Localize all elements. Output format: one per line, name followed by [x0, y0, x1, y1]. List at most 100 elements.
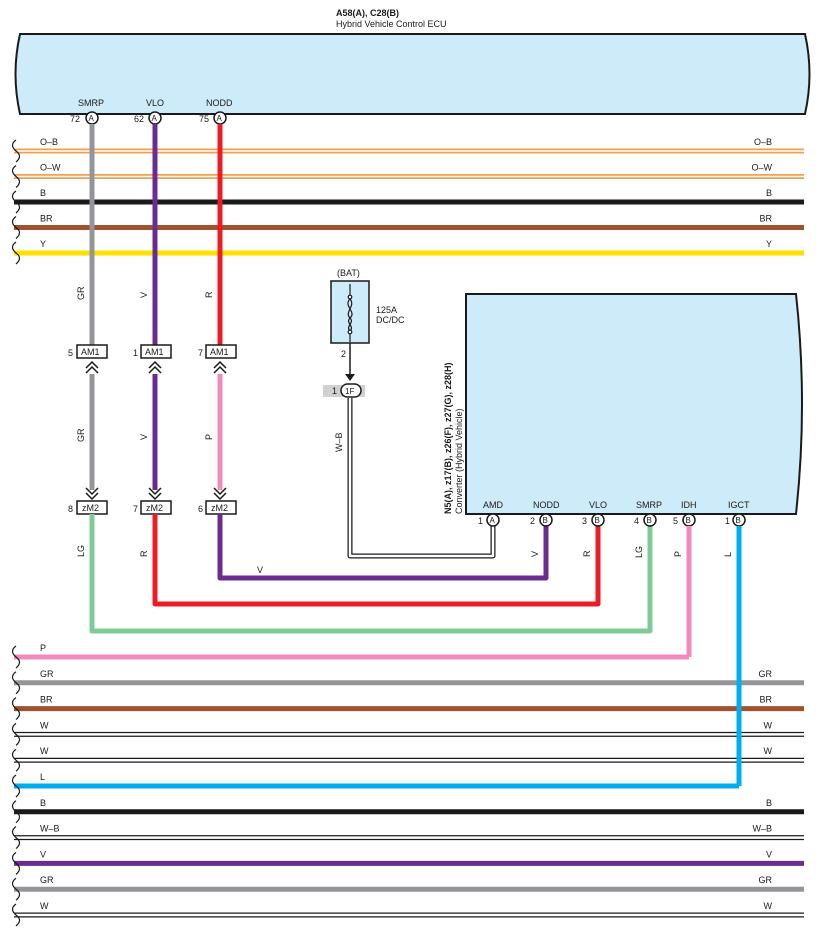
conv-pin-smrp-letter: B — [647, 516, 652, 525]
bottom-bus-wire-7-left-label: W–B — [40, 824, 60, 834]
ecu-pin-vlo-num: 62 — [134, 114, 144, 124]
fuse-rating: 125A — [376, 305, 397, 315]
bottom-bus-wire-4-left-label: W — [40, 746, 49, 756]
conv-pin-igct-label: IGCT — [728, 500, 750, 510]
bottom-bus-wire-2: BR BR — [14, 695, 804, 712]
conv-pin-amd-label: AMD — [483, 500, 504, 510]
conv-pin-vlo-letter: B — [595, 516, 600, 525]
top-bus-wire-3-right-label: BR — [759, 214, 772, 224]
ecu-pin-smrp-terminal: A — [85, 111, 99, 125]
connector-am1-2: 1 AM1 — [133, 344, 172, 359]
conv-pin-idh-label: IDH — [681, 500, 697, 510]
ecu-pin-smrp-letter: A — [89, 114, 95, 123]
ecu-pin-nodd-terminal: A — [213, 111, 227, 125]
ecu-name: Hybrid Vehicle Control ECU — [336, 19, 447, 29]
top-bus-wire-4-right-label: Y — [766, 239, 772, 249]
bottom-bus-break-marks — [11, 645, 21, 927]
conv-pin-amd-terminal: A — [486, 513, 500, 527]
bottom-bus-wire-3-left-label: W — [40, 720, 49, 730]
conv-pin-vlo-terminal: B — [591, 513, 605, 527]
conv-pin-igct-num: 1 — [725, 516, 730, 526]
ecu-pin-vlo-label: VLO — [146, 98, 164, 108]
top-bus-wire-2-left-label: B — [40, 188, 46, 198]
am1-3-name: AM1 — [210, 347, 229, 357]
wire-code-upper-v: V — [139, 292, 149, 298]
wire-code-upper-r: R — [204, 291, 214, 298]
ecu-pin-vlo-letter: A — [152, 114, 158, 123]
conv-pin-vlo-label: VLO — [589, 500, 607, 510]
bottom-bus-wire-6-right-label: B — [766, 798, 772, 808]
bottom-bus-wire-5-left-label: L — [40, 772, 45, 782]
zm2-2-pin: 7 — [133, 504, 138, 514]
wire-code-fuse: W–B — [334, 432, 344, 452]
conv-pin-igct-letter: B — [736, 516, 741, 525]
wire-code-conv-idh: P — [673, 551, 683, 557]
bottom-bus-wire-7-right-label: W–B — [752, 824, 772, 834]
conv-pin-nodd-terminal: B — [539, 513, 553, 527]
conv-pin-vlo-num: 3 — [582, 516, 587, 526]
wire-code-mid-gr: GR — [76, 428, 86, 442]
bottom-bus-wire-9-right-label: GR — [759, 875, 773, 885]
top-bus-wire-1: O–W O–W — [14, 163, 804, 179]
wire-r-vlo — [152, 514, 601, 607]
connector-zm2-1: 8 zM2 — [68, 500, 108, 515]
ecu-pin-smrp-label: SMRP — [78, 98, 104, 108]
bottom-bus-wire-1-right-label: GR — [759, 669, 773, 679]
zm2-2-name: zM2 — [146, 503, 163, 513]
bottom-bus-wire-6-left-label: B — [40, 798, 46, 808]
conv-pin-amd-letter: A — [490, 516, 496, 525]
bottom-bus-wire-3-right-label: W — [764, 720, 773, 730]
converter-id: N5(A), z17(B), z26(F), z27(G), z28(H) — [443, 362, 453, 514]
top-bus-wire-1-left-label: O–W — [40, 163, 61, 173]
bottom-bus-wire-4-right-label: W — [764, 746, 773, 756]
wire-wb-amd-inner — [348, 398, 495, 558]
bottom-bus-wire-0-left-label: P — [40, 643, 46, 653]
ecu-pin-vlo-terminal: A — [148, 111, 162, 125]
conv-pin-smrp-terminal: B — [643, 513, 657, 527]
wire-code-upper-gr: GR — [76, 286, 86, 300]
conv-pin-nodd-label: NODD — [533, 500, 560, 510]
connector-1f-label: 1F — [345, 387, 354, 396]
fuse-name: DC/DC — [376, 315, 405, 325]
bottom-bus-wire-2-left-label: BR — [40, 695, 53, 705]
bottom-bus-wire-8-left-label: V — [40, 849, 46, 859]
top-bus-wire-1-right-label: O–W — [751, 163, 772, 173]
wire-code-mid-p: P — [204, 434, 214, 440]
connector-am1-3: 7 AM1 — [198, 344, 237, 359]
wire-code-lower-r: R — [139, 550, 149, 557]
wire-code-conv-igct: L — [723, 552, 733, 557]
fuse-lead-arrow — [345, 374, 355, 381]
bottom-bus-wire-5: L — [14, 772, 739, 789]
bottom-bus-wire-8-right-label: V — [766, 849, 772, 859]
wire-code-conv-nodd: V — [530, 551, 540, 557]
am1-2-name: AM1 — [145, 347, 164, 357]
ecu-pin-nodd-letter: A — [217, 114, 223, 123]
am1-1-name: AM1 — [81, 347, 100, 357]
converter-name: Converter (Hybrid Vehicle) — [454, 408, 464, 514]
bottom-bus-wire-1: GR GR — [14, 669, 804, 686]
bottom-bus-wire-2-right-label: BR — [759, 695, 772, 705]
connector-1f-pin: 1 — [332, 386, 337, 396]
top-bus-break-marks — [11, 139, 21, 265]
conv-pin-smrp-num: 4 — [634, 516, 639, 526]
zm2-1-name: zM2 — [82, 503, 99, 513]
ecu-pin-nodd-label: NODD — [206, 98, 233, 108]
top-bus-wire-3-left-label: BR — [40, 214, 53, 224]
wire-code-conv-vlo: R — [582, 550, 592, 557]
connector-am1-1: 5 AM1 — [68, 344, 108, 359]
converter-box — [465, 293, 803, 515]
bottom-bus-wire-10-left-label: W — [40, 901, 49, 911]
wire-code-lower-lg: LG — [76, 545, 86, 557]
am1-1-pin: 5 — [68, 348, 73, 358]
conv-pin-nodd-num: 2 — [530, 516, 535, 526]
bottom-bus-wire-1-left-label: GR — [40, 669, 54, 679]
conv-pin-idh-num: 5 — [673, 516, 678, 526]
ecu-box — [14, 33, 811, 115]
bottom-bus-wire-10-right-label: W — [764, 901, 773, 911]
